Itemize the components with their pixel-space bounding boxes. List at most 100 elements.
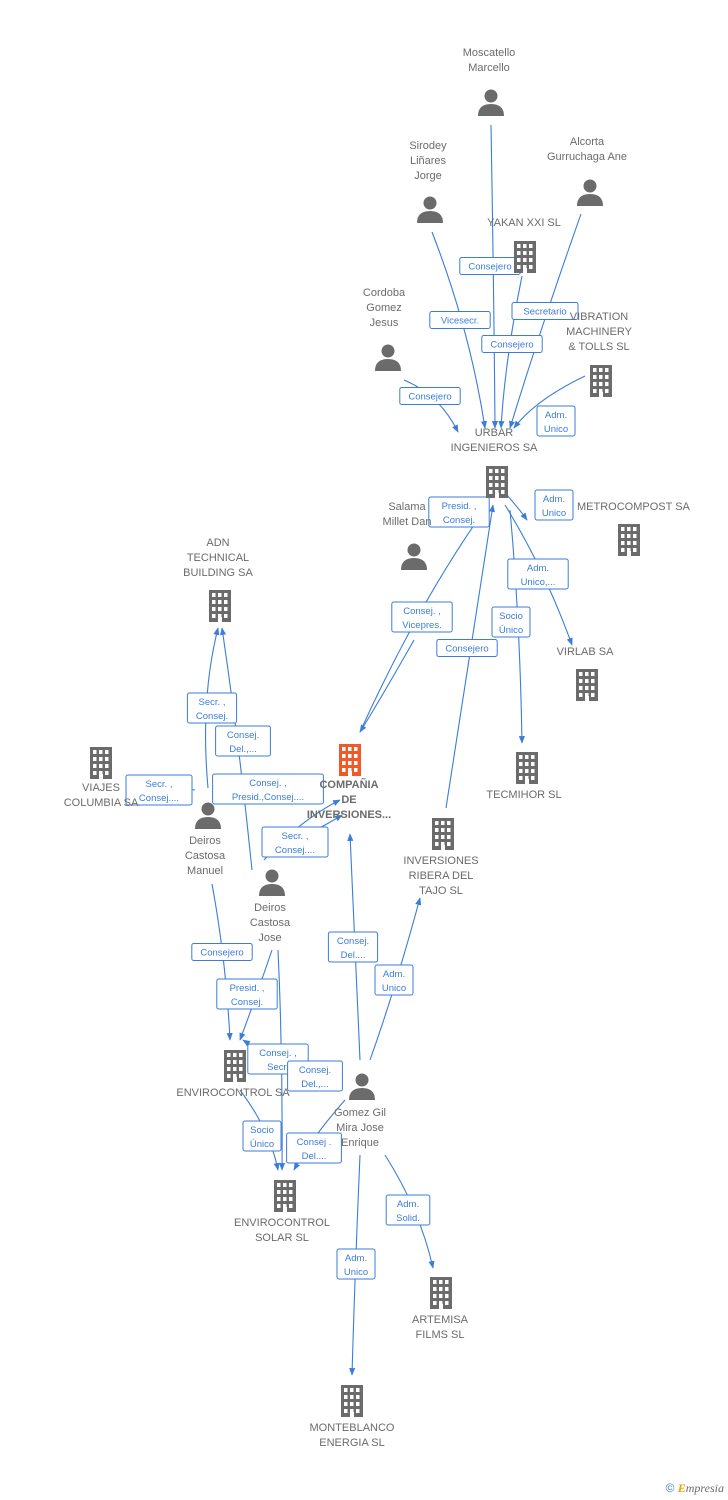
relation-label[interactable]: Consejero [436,639,498,657]
relation-label[interactable]: Presid. ,Consej. [428,496,490,528]
node-label-line: Castosa [185,850,226,862]
node-label-line: BUILDING SA [183,567,253,579]
building-icon [430,1277,452,1309]
node-label-line: Gomez Gil [334,1107,386,1119]
relation-label-text: Secr. , [146,779,173,790]
relation-label[interactable]: Consejero [459,257,521,275]
node-envirocontrol-sa[interactable]: ENVIROCONTROL SA [176,1050,290,1099]
relation-label-text: Secr. , [199,697,226,708]
relation-label[interactable]: Adm.Unico [534,489,574,521]
relation-label[interactable]: Adm.Unico [536,405,576,437]
node-label: VIRLAB SA [557,646,615,658]
relation-label[interactable]: Adm.Solid. [385,1194,431,1226]
node-tecmihor[interactable]: TECMIHOR SL [486,752,562,801]
node-label-line: MONTEBLANCO [310,1422,395,1434]
relation-label[interactable]: Secr. , Consej. [186,692,238,724]
relation-label-box [534,489,574,521]
relation-label-text: Adm. [397,1199,419,1210]
node-label-line: ENVIROCONTROL SA [176,1087,290,1099]
relation-label-text: Adm. [345,1253,367,1264]
node-metrocompost[interactable]: METROCOMPOST SA [577,501,691,556]
relation-label-text: Adm. [527,563,549,574]
relation-label-text: Secr. [267,1062,289,1073]
relation-label-text: Consej. [299,1065,331,1076]
relation-label-text: Del.... [302,1151,327,1162]
relation-label-box [336,1248,376,1280]
edge-alcorta-to-urbar [509,213,582,429]
node-label-line: & TOLLS SL [568,341,629,353]
node-label-line: FILMS SL [416,1329,465,1341]
relation-label[interactable]: Consej.Del.,... [287,1060,343,1092]
relation-label-text: Del.,... [229,744,256,755]
node-label-line: Millet Dan [383,516,432,528]
relation-label[interactable]: Adm.Unico [374,964,414,996]
node-yakan[interactable]: YAKAN XXI SL [487,217,561,273]
relation-label[interactable]: Presid. ,Consej. [216,978,278,1010]
relation-label[interactable]: Consej .Del.... [286,1132,342,1164]
relation-label[interactable]: Secretario [511,302,579,320]
relation-label-text: Consej. , [403,606,441,617]
node-label-line: Alcorta [570,136,605,148]
relation-label[interactable]: Consej.Del.,... [215,725,271,757]
relation-label-box [327,931,379,963]
relation-label[interactable]: Consejero [399,387,461,405]
relation-label-box [215,725,271,757]
relation-label-text: Adm. [383,969,405,980]
node-label-line: Deiros [254,902,286,914]
relation-label-text: Único [499,625,523,636]
relation-label[interactable]: Consej. ,Presid.,Consej.... [212,773,324,805]
relation-label-box [216,978,278,1010]
relation-label[interactable]: Consej.Del.... [327,931,379,963]
brand-logo: Empresia [677,1481,724,1495]
relation-label[interactable]: Adm.Unico [336,1248,376,1280]
node-label-line: Cordoba [363,287,406,299]
relation-label[interactable]: Vicesecr. [429,311,491,329]
edge-sirodey-to-urbar [431,231,487,429]
relation-label-text: Presid. , [230,983,265,994]
node-label-line: MACHINERY [566,326,632,338]
copyright-symbol: © [665,1481,675,1495]
relation-label[interactable]: Adm.Unico,... [507,558,569,590]
relation-label-text: Consejero [408,392,451,403]
relation-label[interactable]: Consej. ,Vicepres. [391,601,453,633]
relation-label-text: Consejero [445,644,488,655]
node-label-line: COMPAÑIA [319,778,378,791]
relation-label[interactable]: Consejero [191,943,253,961]
relation-label[interactable]: Secr. ,Consej.... [125,774,193,806]
building-icon [341,1385,363,1417]
relation-label[interactable]: Consejero [481,335,543,353]
node-label: YAKAN XXI SL [487,217,561,229]
building-icon [486,466,508,498]
relation-label[interactable]: Secr. ,Consej.... [261,826,329,858]
node-virlab[interactable]: VIRLAB SA [557,646,615,701]
relation-label-text: Consej. [196,711,228,722]
node-label: METROCOMPOST SA [577,501,691,513]
node-label-line: VIRLAB SA [557,646,615,658]
relation-label-box [212,773,324,805]
